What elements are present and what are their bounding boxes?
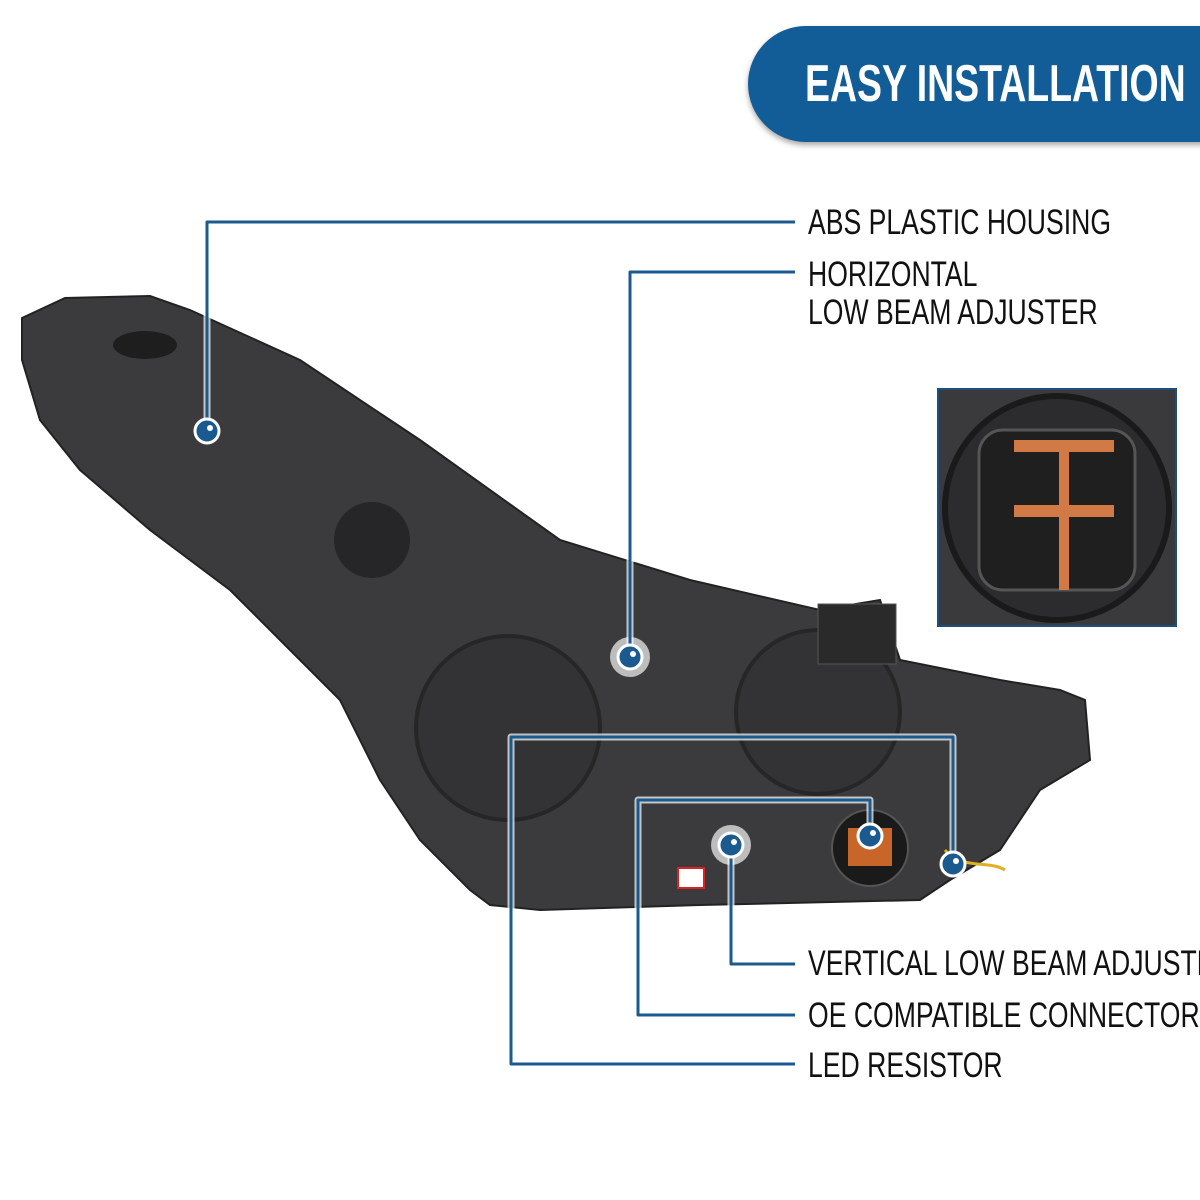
callout-line-vertical: [729, 845, 795, 966]
label-horizontal-line2: LOW BEAM ADJUSTER: [808, 293, 1098, 332]
mount-hole: [113, 331, 177, 359]
label-abs-plastic-housing: ABS PLASTIC HOUSING: [808, 203, 1112, 242]
label-oe-connector: OE COMPATIBLE CONNECTOR: [808, 996, 1200, 1035]
callout-dots: [193, 417, 967, 878]
label-horizontal-line1: HORIZONTAL: [808, 255, 978, 294]
label-vertical-adjuster: VERTICAL LOW BEAM ADJUSTER: [808, 944, 1200, 983]
callout-line-connector: [636, 798, 872, 1017]
callout-dot-vertical: [717, 831, 745, 859]
connector-closeup-inset: [937, 388, 1177, 627]
label-led-resistor: LED RESISTOR: [808, 1046, 1003, 1085]
callout-dot-resistor: [939, 850, 967, 878]
callout-dot-connector: [856, 822, 884, 850]
callout-line-abs: [205, 220, 795, 431]
bulb-port: [334, 502, 410, 578]
callout-dot-horizontal: [616, 643, 644, 671]
easy-installation-banner: EASY INSTALLATION: [748, 26, 1200, 142]
qc-sticker: [677, 867, 705, 889]
headlamp-housing: [21, 294, 1092, 912]
callout-lines: [203, 218, 957, 1068]
callout-line-resistor: [509, 735, 955, 1066]
banner-title: EASY INSTALLATION: [805, 55, 1186, 113]
callout-dot-abs: [193, 417, 221, 445]
callout-line-horizontal: [628, 270, 795, 657]
connector-closeup-image: [942, 393, 1172, 623]
vent-grille: [817, 603, 897, 665]
